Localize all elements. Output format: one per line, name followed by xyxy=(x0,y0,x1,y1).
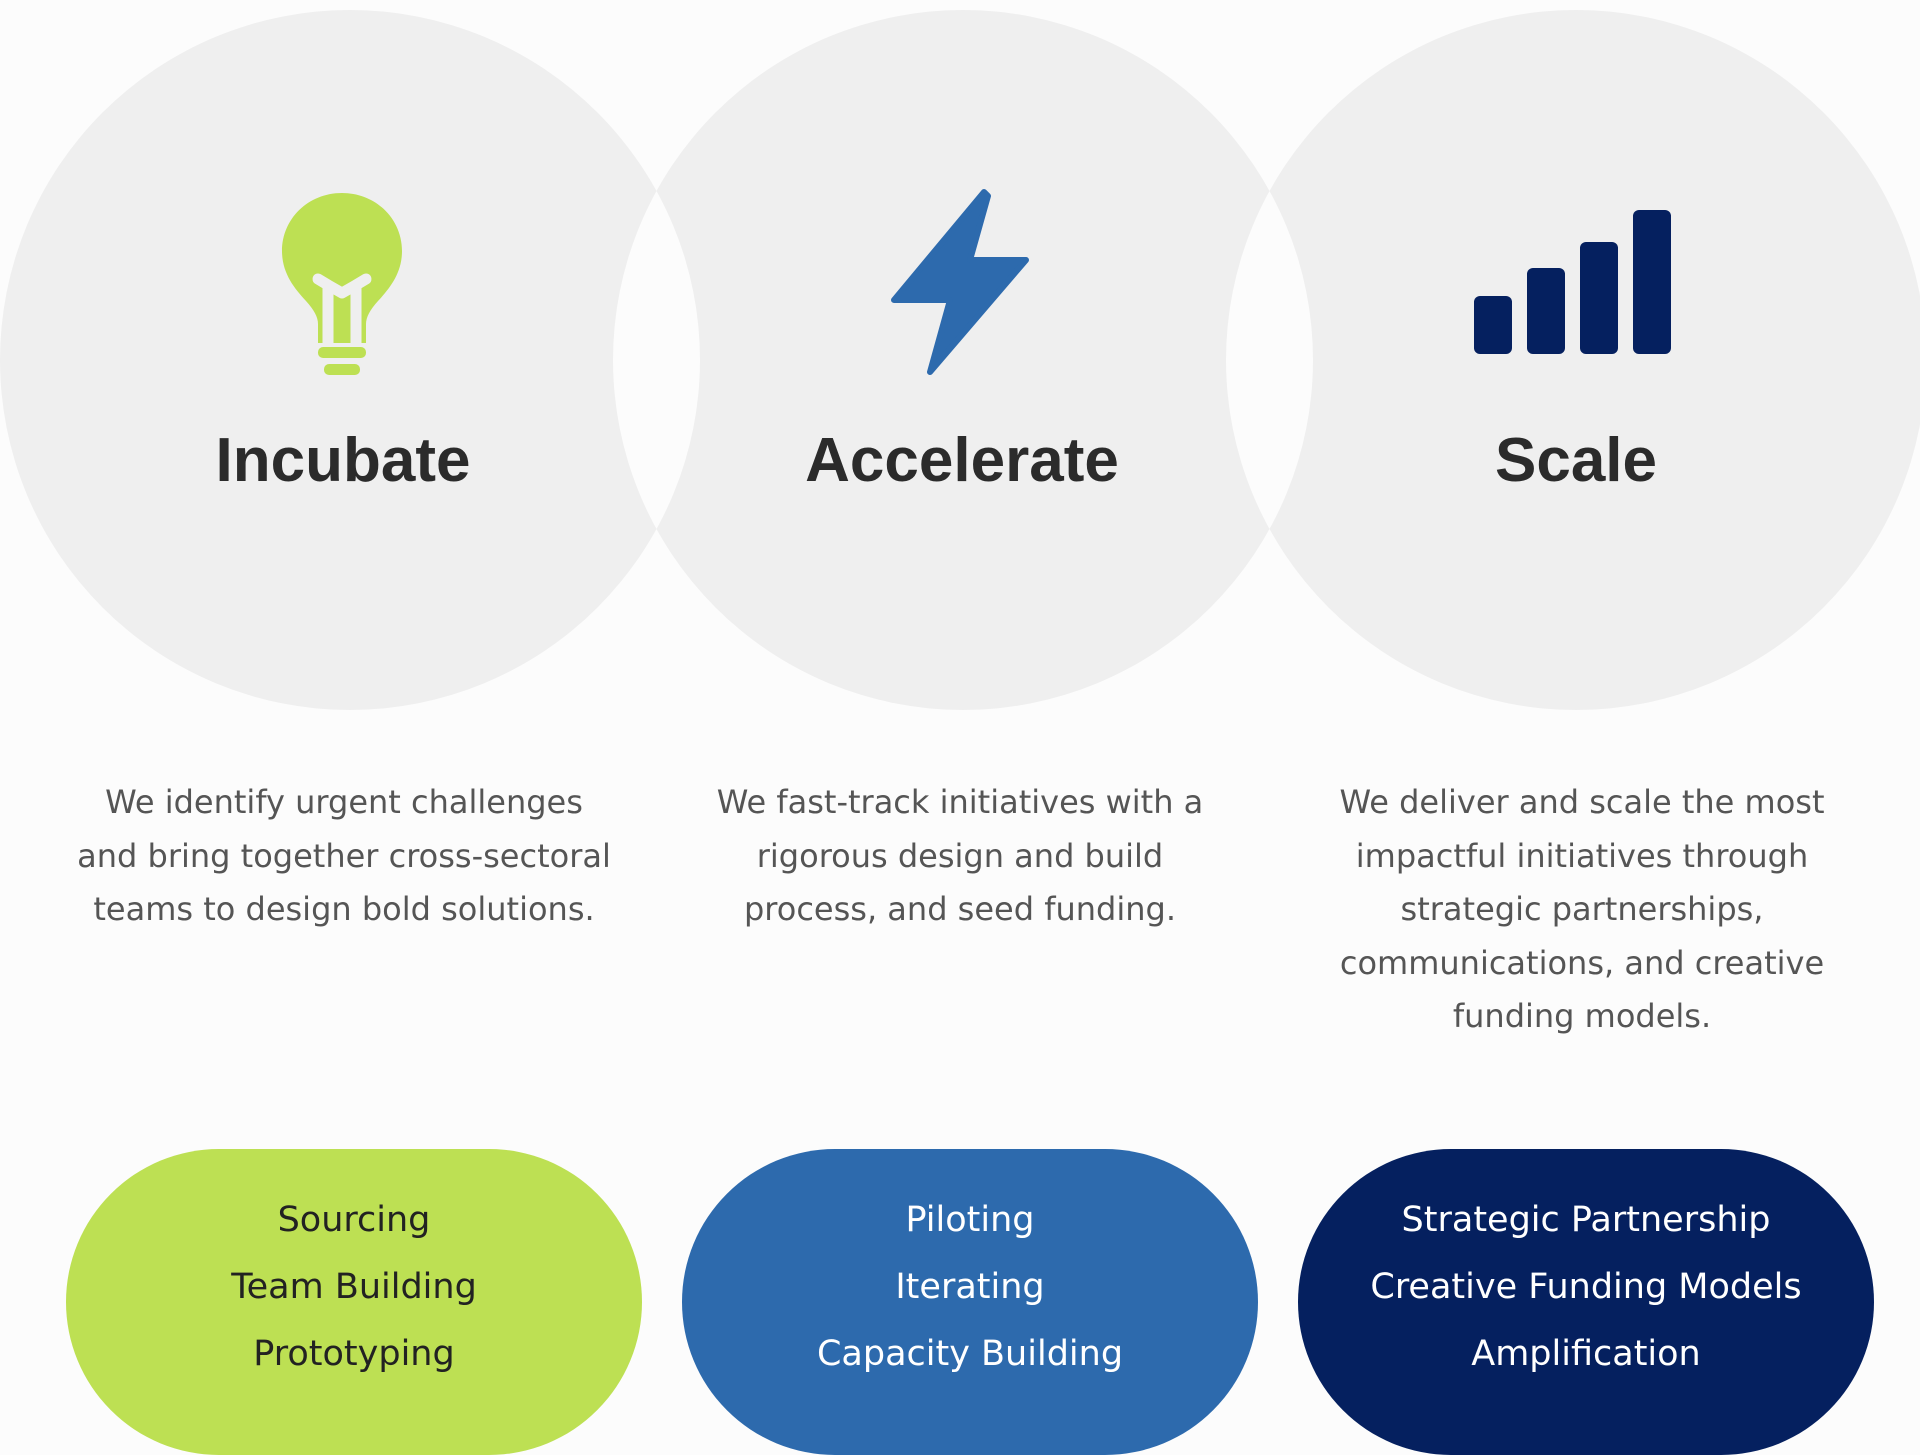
stage-title-accelerate: Accelerate xyxy=(805,426,1119,495)
activity-item: Amplification xyxy=(1471,1333,1701,1374)
scale-circle xyxy=(1226,10,1920,710)
incubate-circle xyxy=(0,10,700,710)
stage-description-accelerate: We fast-track initiatives with a rigorou… xyxy=(716,783,1204,928)
activity-item: Capacity Building xyxy=(816,1333,1124,1374)
activity-item: Team Building xyxy=(231,1266,477,1307)
signal-bars-icon xyxy=(1474,210,1671,354)
activity-item: Sourcing xyxy=(277,1199,431,1240)
lightbulb-icon xyxy=(282,193,402,375)
scale-activities-pill: Strategic Partnership Creative Funding M… xyxy=(1298,1149,1874,1455)
activity-item: Prototyping xyxy=(253,1333,455,1374)
stage-title-incubate: Incubate xyxy=(215,426,471,495)
activity-item: Iterating xyxy=(895,1266,1045,1307)
stage-description-scale: We deliver and scale the most impactful … xyxy=(1339,783,1825,1035)
activity-item: Creative Funding Models xyxy=(1370,1266,1802,1307)
accelerate-activities-pill: Piloting Iterating Capacity Building xyxy=(682,1149,1258,1455)
activity-item: Piloting xyxy=(905,1199,1035,1240)
incubate-activities-pill: Sourcing Team Building Prototyping xyxy=(66,1149,642,1455)
accelerate-circle xyxy=(613,10,1313,710)
stage-description-incubate: We identify urgent challenges and bring … xyxy=(77,783,611,928)
activity-item: Strategic Partnership xyxy=(1401,1199,1771,1240)
stage-title-scale: Scale xyxy=(1494,426,1658,495)
lightning-bolt-icon xyxy=(891,189,1029,375)
